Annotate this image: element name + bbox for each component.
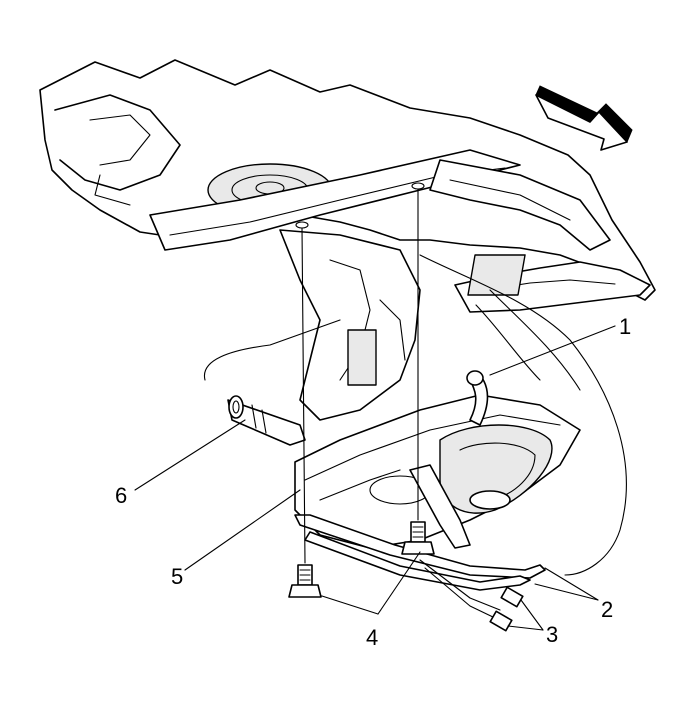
leader-lines [134, 325, 616, 631]
alignment-lines [301, 188, 419, 564]
callout-6: 6 [115, 483, 128, 508]
callout-5: 5 [171, 564, 184, 589]
vehicle-underbody [39, 59, 656, 576]
callout-1: 1 [619, 314, 632, 339]
direction-arrow-icon [535, 85, 633, 151]
fuel-tank-straps [294, 464, 546, 619]
callout-3: 3 [546, 622, 559, 647]
strap-bolts [288, 521, 435, 598]
exhaust-tailpipe [227, 395, 306, 446]
fuel-tank-shield [294, 370, 581, 549]
electrical-connectors [489, 586, 524, 632]
callout-4: 4 [366, 625, 379, 650]
callout-2: 2 [601, 597, 614, 622]
